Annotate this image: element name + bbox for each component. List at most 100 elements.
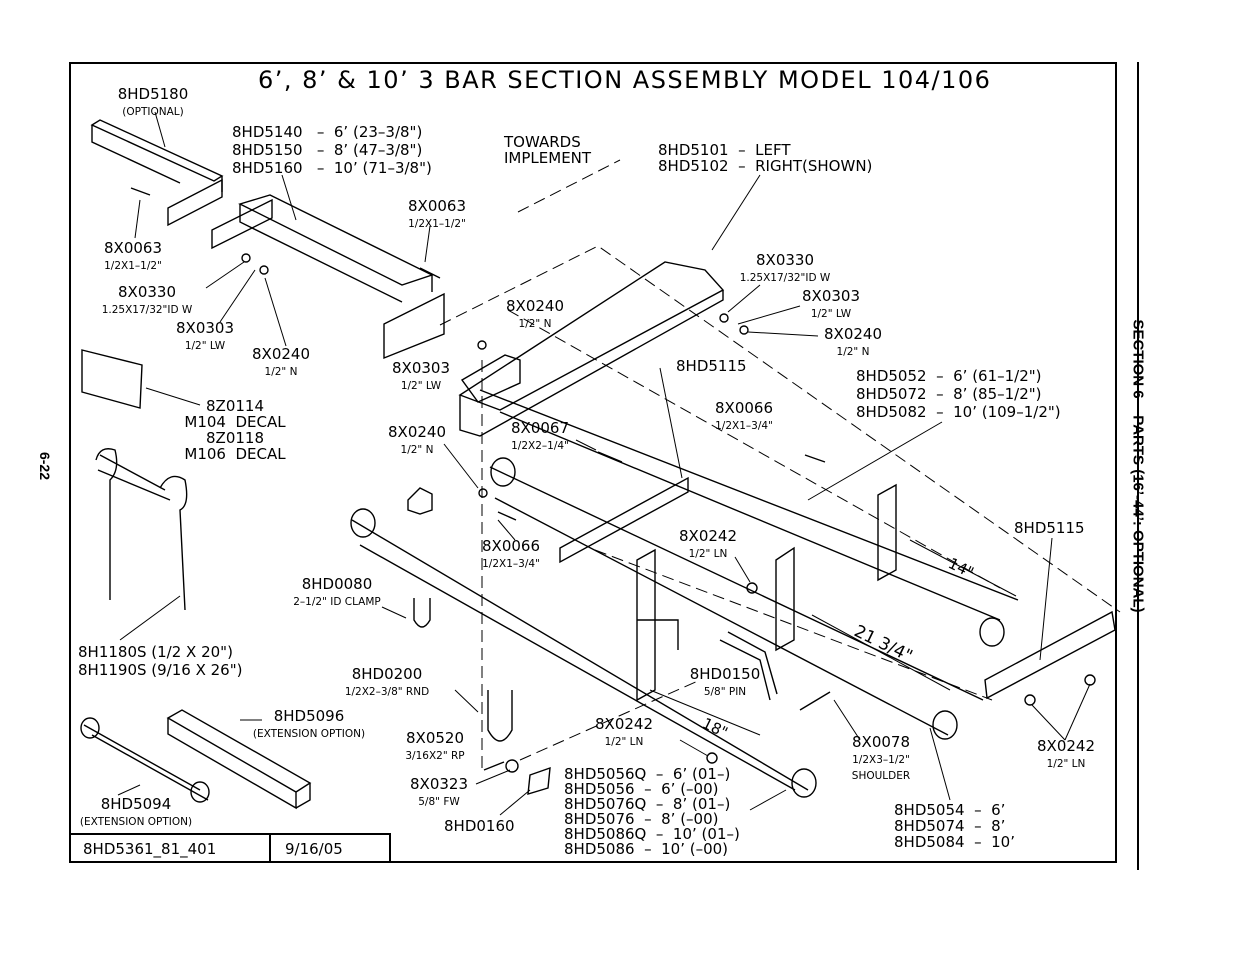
- clamp-8hd0080: [407, 487, 433, 515]
- drawing-number: 8HD5361_81_401: [69, 833, 271, 863]
- bolt-8x0078: [799, 691, 831, 711]
- label-8hd5056: 8HD5056 – 6’ (–00): [564, 780, 719, 798]
- dim-14: [909, 539, 1017, 597]
- leader-8hd5115b: [1039, 537, 1053, 661]
- label-8hd5102: 8HD5102 – RIGHT(SHOWN): [658, 157, 873, 175]
- label-8hd5180: 8HD5180(OPTIONAL): [117, 85, 189, 118]
- label-8hd5076: 8HD5076 – 8’ (–00): [564, 810, 719, 828]
- tine-8h1180s: [95, 448, 188, 611]
- dashed-assembly-4: [594, 549, 993, 701]
- label-8hd5086: 8HD5086 – 10’ (–00): [564, 840, 729, 858]
- leader-8x0242a: [734, 556, 751, 583]
- leader-8x0303a: [219, 269, 256, 323]
- dim-18: [649, 689, 761, 736]
- leader-8x0066b: [497, 519, 516, 541]
- label-8hd5140: 8HD5140 – 6’ (23–3/8"): [232, 123, 423, 141]
- leader-8x0078: [833, 699, 861, 741]
- label-8h1190s: 8H1190S (9/16 X 26"): [78, 661, 243, 679]
- label-8hd5052: 8HD5052 – 6’ (61–1/2"): [856, 367, 1042, 385]
- leader-8hd5180: [154, 111, 166, 148]
- part-8hd5101: [458, 261, 725, 437]
- ubolt-8hd0080: [413, 598, 431, 628]
- leader-8hd5052: [807, 421, 943, 501]
- bolt-8x0063: [130, 187, 441, 279]
- decal-8z0114: [81, 349, 143, 409]
- bolt-8x0067: [597, 451, 623, 463]
- leader-8x0303b: [737, 305, 801, 325]
- label-8hd5096: 8HD5096(EXTENSION OPTION): [252, 707, 366, 740]
- title-block: 8HD5361_81_401 9/16/05: [69, 833, 391, 863]
- label-8h1180s: 8H1180S (1/2 X 20"): [78, 643, 233, 661]
- bracket-plate: [460, 354, 521, 403]
- label-8hd5115-upper: 8HD5115: [676, 357, 747, 375]
- plate-8hd5140-right: [383, 292, 445, 360]
- washer-8x0323: [505, 759, 519, 773]
- nut-8x0242c: [1024, 694, 1036, 706]
- nut-8x0240d: [739, 325, 749, 335]
- nut-8x0240b: [477, 340, 487, 350]
- upright-3: [877, 483, 897, 582]
- part-8hd5094: [83, 724, 209, 801]
- plate-8hd5140-left: [211, 198, 273, 250]
- washer-8x0330a: [241, 253, 251, 263]
- bar-end-left1: [350, 508, 376, 538]
- dashed-assembly-5: [519, 679, 701, 761]
- leader-8x0240a: [264, 277, 287, 347]
- label-towards-implement: TOWARDS IMPLEMENT: [504, 133, 592, 167]
- dim-2134: [811, 614, 951, 691]
- label-8hd5082: 8HD5082 – 10’ (109–1/2"): [856, 403, 1061, 421]
- handle-8hd0160: [527, 766, 551, 795]
- dashed-assembly-1: [439, 245, 1121, 613]
- pin-8hd0150: [719, 631, 778, 701]
- nut-8x0240c: [478, 488, 488, 498]
- plate-8hd5180: [167, 178, 223, 227]
- label-8hd5056q: 8HD5056Q – 6’ (01–): [564, 765, 731, 783]
- dashed-assembly-3: [507, 309, 1001, 589]
- label-8hd0160: 8HD0160: [444, 817, 515, 835]
- drawing-frame: [69, 62, 1117, 863]
- leader-8x0242b: [679, 739, 709, 757]
- label-8hd5086q: 8HD5086Q – 10’ (01–): [564, 825, 740, 843]
- label-8hd5115-right: 8HD5115: [1014, 519, 1085, 537]
- leader-8hd0200: [454, 689, 479, 713]
- leader-8h1180s: [119, 595, 181, 641]
- upright-2: [775, 546, 795, 652]
- ubolt-8hd0200: [487, 690, 513, 742]
- bar-8hd5052: [479, 389, 1019, 621]
- nut-8x0242b: [706, 752, 718, 764]
- part-8hd5096: [166, 709, 312, 810]
- leader-8hd5140: [281, 174, 297, 221]
- part-8hd5115-right: [984, 610, 1116, 700]
- label-8hd5101: 8HD5101 – LEFT: [658, 141, 791, 159]
- leader-8hd5094: [117, 784, 141, 796]
- washer-8x0330b: [719, 313, 729, 323]
- bar-end-mid: [932, 710, 958, 740]
- bar-end-front: [791, 768, 817, 798]
- label-8hd5160: 8HD5160 – 10’ (71–3/8"): [232, 159, 432, 177]
- leader-8x0067: [575, 439, 597, 451]
- label-8hd5094: 8HD5094(EXTENSION OPTION): [79, 795, 193, 828]
- label-8hd5076q: 8HD5076Q – 8’ (01–): [564, 795, 731, 813]
- page-rule: [1137, 62, 1139, 870]
- part-8hd5115-left: [559, 476, 689, 564]
- leader-8hd0160: [499, 789, 531, 816]
- nut-8x0242d: [1084, 674, 1096, 686]
